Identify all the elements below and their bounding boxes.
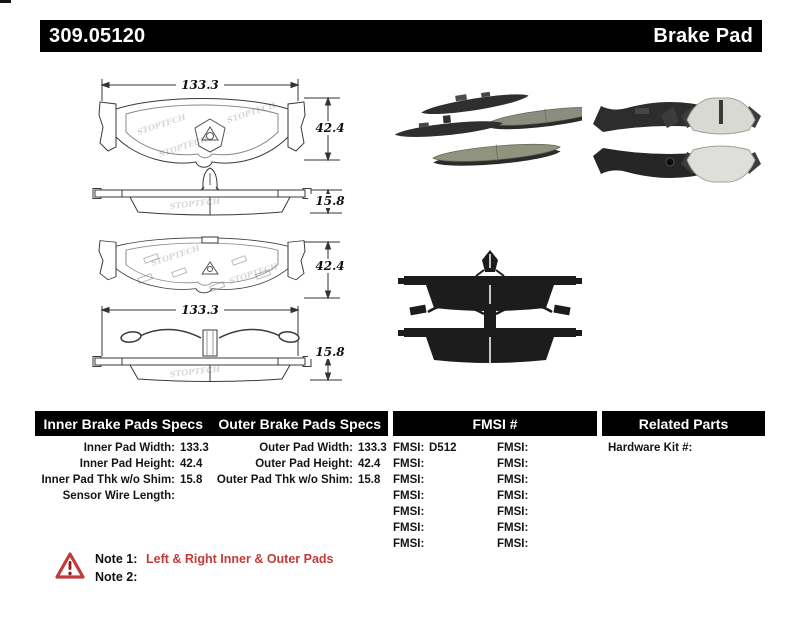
related-part-row: Hardware Kit #:: [608, 442, 693, 454]
note1-label: Note 1:: [95, 552, 138, 566]
dimension-label-pad1-height: 42.4: [308, 121, 352, 135]
related-parts-column: Hardware Kit #:: [608, 440, 697, 456]
wear-sensor-wires: [120, 328, 300, 343]
outer-pad-technical-drawing: STOPTECH STOPTECH STOPTECH STOPTECH: [92, 79, 342, 216]
scan-corner-mark: [0, 0, 11, 3]
fmsi-row: FMSI:: [393, 538, 425, 550]
specs-table-header: Inner Brake Pads Specs Outer Brake Pads …: [35, 411, 388, 436]
outer-specs-title: Outer Brake Pads Specs: [218, 415, 382, 432]
spec-row: Outer Pad Thk w/o Shim:15.8: [216, 474, 381, 486]
dimension-label-pad1-thickness: 15.8: [308, 194, 352, 208]
related-parts-title: Related Parts: [638, 415, 729, 432]
dimension-label-pad1-width: 133.3: [176, 78, 224, 92]
note1-text: Left & Right Inner & Outer Pads: [146, 552, 334, 566]
outer-pad-front-view: STOPTECH STOPTECH STOPTECH: [98, 98, 306, 168]
brake-pads-pairs-photo: [593, 97, 761, 183]
warning-triangle-icon: [55, 552, 85, 579]
spec-row: Sensor Wire Length:: [62, 490, 175, 502]
fmsi-title: FMSI #: [472, 415, 518, 432]
part-number: 309.05120: [49, 24, 146, 47]
fmsi-row: FMSI:: [497, 442, 529, 454]
inner-pad-front-view: STOPTECH STOPTECH: [98, 236, 306, 294]
fmsi-row: FMSI:: [393, 506, 425, 518]
dimension-label-pad2-width: 133.3: [176, 303, 224, 317]
dimension-label-pad2-height: 42.4: [308, 259, 352, 273]
pad-back-lower: [394, 115, 503, 137]
spec-row: Outer Pad Height:42.4: [255, 458, 381, 470]
friction-surface-pattern: [137, 253, 272, 292]
inner-specs-column: Inner Pad Width:133.3 Inner Pad Height:4…: [35, 440, 209, 504]
inner-pad-side-view: STOPTECH: [92, 328, 312, 382]
outer-specs-column: Outer Pad Width:133.3 Outer Pad Height:4…: [210, 440, 387, 488]
pad-edge-with-sensor: [398, 303, 582, 363]
inner-specs-title: Inner Brake Pads Specs: [43, 415, 204, 432]
fmsi-row: FMSI:: [497, 490, 529, 502]
pad-friction-lower: [432, 143, 561, 166]
retention-clip-mark: [194, 118, 226, 153]
fmsi-row: FMSI:: [393, 490, 425, 502]
fmsi-row: FMSI:: [393, 458, 425, 470]
fmsi-column-1: FMSI:D512 FMSI: FMSI: FMSI: FMSI: FMSI: …: [393, 440, 457, 552]
fmsi-row: FMSI:: [497, 522, 529, 534]
spec-row: Inner Pad Thk w/o Shim:15.8: [41, 474, 203, 486]
fmsi-table-header: FMSI #: [393, 411, 597, 436]
fmsi-row: FMSI:: [393, 474, 425, 486]
fmsi-column-2: FMSI: FMSI: FMSI: FMSI: FMSI: FMSI: FMSI…: [497, 440, 533, 552]
fmsi-row: FMSI:D512: [393, 442, 457, 454]
related-parts-table-header: Related Parts: [602, 411, 765, 436]
pad-edge-with-clip: [398, 250, 582, 311]
pad-back-upper: [421, 91, 529, 115]
dimension-label-pad2-thickness: 15.8: [308, 345, 352, 359]
pad-friction-upper: [487, 106, 582, 130]
fmsi-row: FMSI:: [497, 458, 529, 470]
product-name: Brake Pad: [653, 24, 753, 47]
inner-pad-technical-drawing: STOPTECH STOPTECH STOPTECH: [92, 236, 342, 382]
spec-row: Inner Pad Height:42.4: [79, 458, 203, 470]
fmsi-row: FMSI:: [497, 474, 529, 486]
note2-label: Note 2:: [95, 570, 138, 584]
spec-row: Inner Pad Width:133.3: [83, 442, 209, 454]
brake-pads-edge-view-photo: [398, 250, 582, 363]
spec-row: Outer Pad Width:133.3: [259, 442, 387, 454]
fmsi-row: FMSI:: [497, 506, 529, 518]
fmsi-row: FMSI:: [497, 538, 529, 550]
pad-pair-friction-side: [661, 97, 761, 183]
fmsi-row: FMSI:: [393, 522, 425, 534]
header-bar: 309.05120 Brake Pad: [40, 20, 762, 52]
brake-pads-angled-photo: [394, 91, 582, 166]
outer-pad-side-view: STOPTECH: [92, 167, 312, 216]
